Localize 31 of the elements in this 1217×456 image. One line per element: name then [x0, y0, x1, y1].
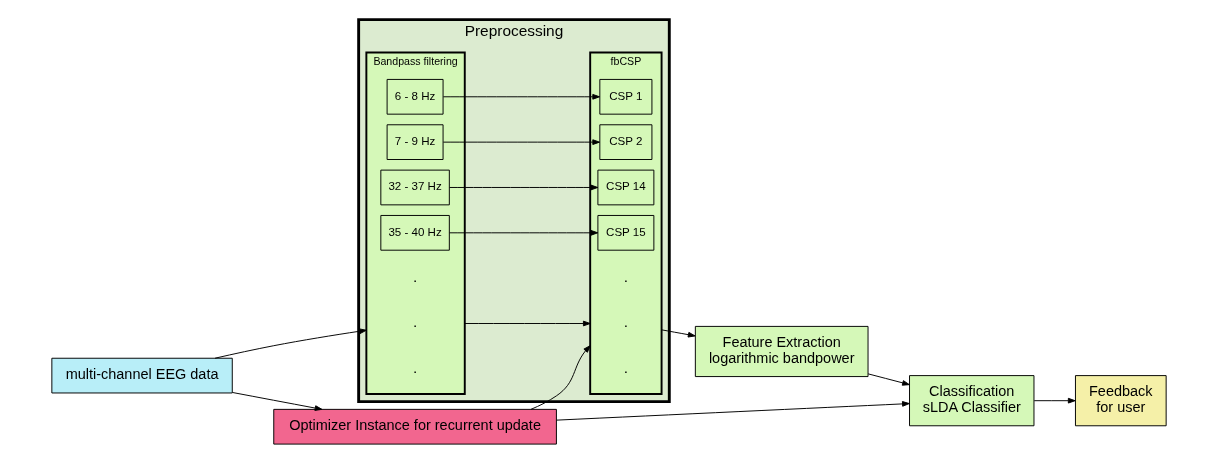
- node-box: 6 - 8 Hz: [386, 78, 444, 115]
- label: .: [412, 358, 417, 376]
- arrow: [442, 93, 600, 100]
- label: .: [623, 313, 628, 331]
- node-box: 35 - 40 Hz: [379, 215, 450, 251]
- arrow: [555, 401, 910, 421]
- arrow: [214, 328, 367, 359]
- label: .: [412, 313, 417, 331]
- node-box: 32 - 37 Hz: [379, 169, 450, 206]
- arrow: [442, 139, 600, 145]
- arrow: [463, 320, 591, 327]
- label: .: [623, 358, 628, 376]
- node-box: CSP 14: [596, 169, 654, 206]
- arrow: [660, 329, 696, 338]
- node-box: CSP 15: [596, 215, 654, 251]
- node-box: Classification sLDA Classifier: [908, 375, 1034, 427]
- node-box: CSP 1: [598, 78, 652, 115]
- arrow: [448, 184, 598, 191]
- node-box: CSP 2: [598, 124, 652, 160]
- label: .: [412, 267, 417, 285]
- arrow: [530, 345, 591, 410]
- node-box: multi-channel EEG data: [50, 357, 233, 394]
- label: .: [623, 267, 628, 285]
- node-box: Feature Extraction logarithmic bandpower: [694, 325, 868, 378]
- arrow: [448, 230, 598, 236]
- node-box: Optimizer Instance for recurrent update: [272, 408, 557, 445]
- node-box: Feedback for user: [1074, 375, 1167, 427]
- arrow: [231, 392, 322, 411]
- arrow: [867, 373, 910, 386]
- arrow: [1033, 397, 1076, 404]
- node-box: 7 - 9 Hz: [386, 124, 444, 160]
